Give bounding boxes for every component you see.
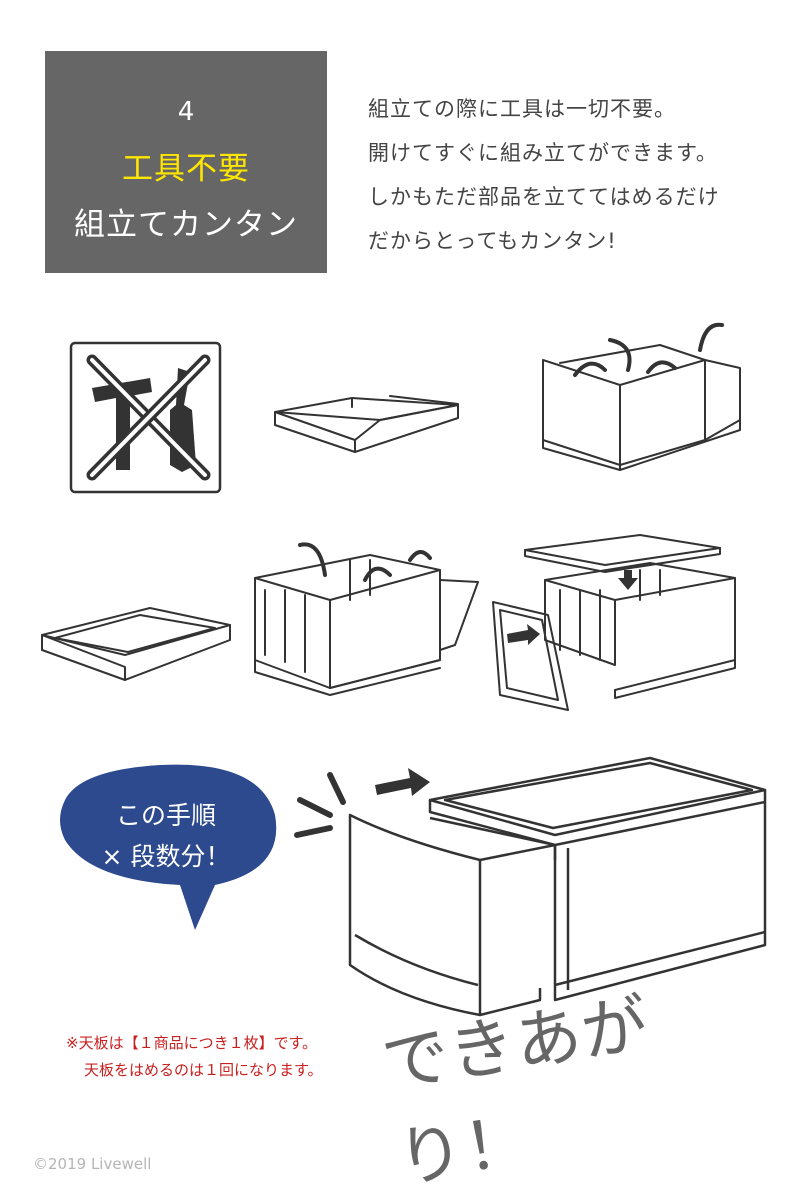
header-subtitle: 組立てカンタン	[74, 207, 298, 243]
description-line: しかもただ部品を立ててはめるだけ	[368, 185, 720, 209]
description-line: だからとってもカンタン!	[368, 229, 617, 253]
push-arrow-icon	[507, 570, 638, 645]
no-tools-icon	[69, 341, 222, 494]
motion-lines	[294, 772, 346, 838]
flat-box-illustration	[274, 395, 459, 453]
top-front-insertion-illustration	[492, 534, 736, 711]
top-plate-note: ※天板は【１商品につき１枚】です。 天板をはめるのは１回になります。	[66, 1030, 323, 1084]
assembly-steps-illustration	[41, 322, 741, 711]
speech-bubble	[60, 764, 277, 930]
bubble-line: この手順	[115, 801, 216, 830]
description: 組立ての際に工具は一切不要。 開けてすぐに組み立てができます。 しかもただ部品を…	[368, 87, 778, 263]
note-line: 天板をはめるのは１回になります。	[84, 1061, 323, 1079]
header-title: 工具不要	[122, 151, 250, 187]
bubble-line: × 段数分！	[101, 842, 231, 871]
finished-box-illustration	[60, 756, 767, 1017]
sides-raised-illustration	[254, 554, 479, 696]
note-line: ※天板は【１商品につき１枚】です。	[66, 1034, 318, 1052]
step-number: 4	[177, 97, 195, 127]
walls-unfolding-illustration	[542, 344, 741, 471]
copyright: ©2019 Livewell	[33, 1155, 152, 1173]
rotate-arrow-icon	[298, 542, 432, 582]
bubble-text: この手順 × 段数分！	[66, 795, 266, 877]
header-box: 4 工具不要 組立てカンタン	[45, 51, 327, 273]
rotate-arrow-icon	[573, 322, 724, 377]
description-line: 開けてすぐに組み立てができます。	[368, 141, 718, 165]
push-arrow-icon	[375, 768, 430, 796]
base-panel-illustration	[41, 607, 231, 681]
description-line: 組立ての際に工具は一切不要。	[368, 97, 676, 121]
